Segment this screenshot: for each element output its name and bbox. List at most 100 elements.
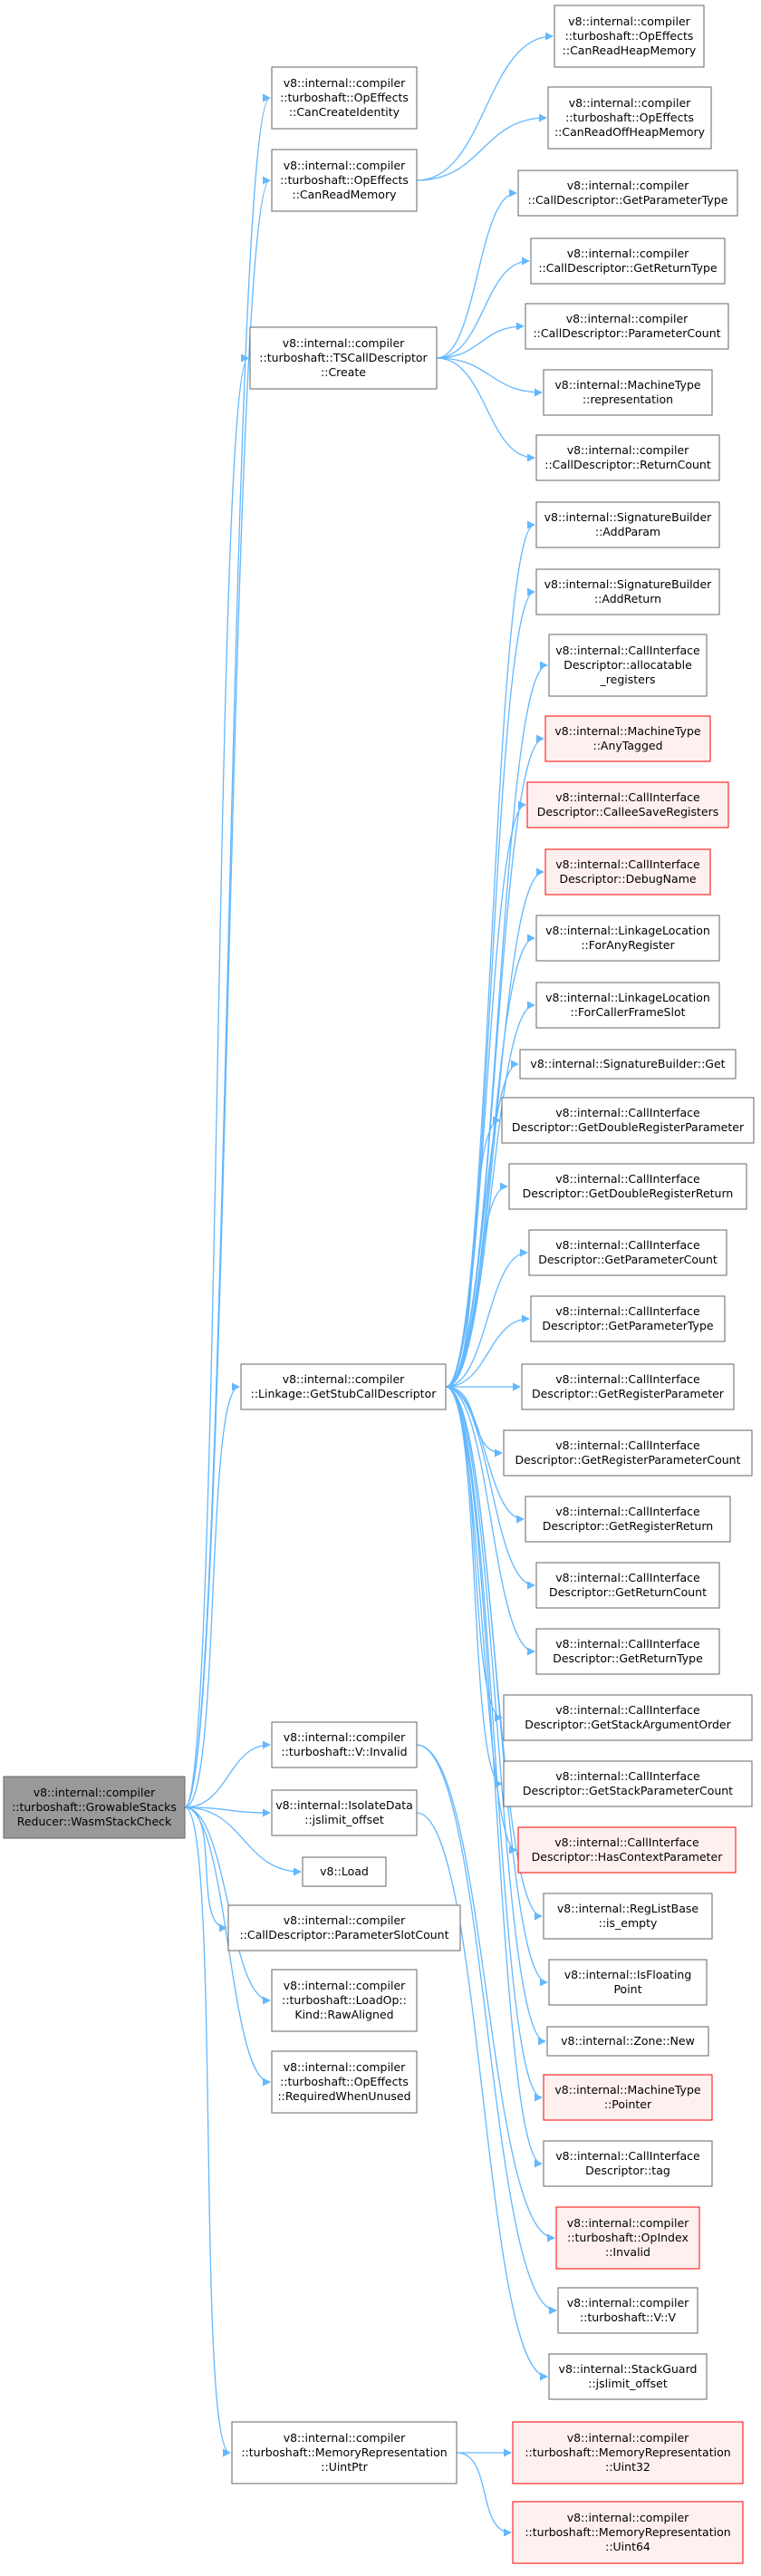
node-box [543,369,713,416]
node-cd-parameter-count[interactable]: v8::internal::compiler::CallDescriptor::… [525,303,729,350]
node-mr-uint32[interactable]: v8::internal::compiler::turboshaft::Memo… [512,2421,744,2484]
node-mr-uint64[interactable]: v8::internal::compiler::turboshaft::Memo… [512,2501,744,2564]
node-cid-get-double-register-return[interactable]: v8::internal::CallInterfaceDescriptor::G… [508,1163,747,1210]
node-ll-for-caller-frame-slot[interactable]: v8::internal::LinkageLocation::ForCaller… [535,982,720,1029]
node-label-line: Descriptor::GetReturnType [553,1651,703,1665]
edge-ts_call_descriptor_create-to-machine_type_representation [436,357,543,397]
node-linkage-get-stub-call-descriptor[interactable]: v8::internal::compiler::Linkage::GetStub… [240,1363,447,1410]
node-cid-get-parameter-type[interactable]: v8::internal::CallInterfaceDescriptor::G… [530,1295,726,1342]
node-box [240,1363,447,1410]
node-label-line: ::Linkage::GetStubCallDescriptor [251,1387,438,1400]
node-cd-parameter-slot-count[interactable]: v8::internal::compiler::CallDescriptor::… [227,1904,461,1951]
node-label-line: Descriptor::GetRegisterReturn [543,1519,713,1533]
node-cid-debug-name[interactable]: v8::internal::CallInterfaceDescriptor::D… [544,848,711,896]
edge-root-to-ts_call_descriptor_create [184,353,249,1808]
node-label-line: Descriptor::GetDoubleRegisterParameter [512,1120,745,1134]
node-cid-get-register-return[interactable]: v8::internal::CallInterfaceDescriptor::G… [525,1496,731,1543]
node-cid-get-stack-parameter-count[interactable]: v8::internal::CallInterfaceDescriptor::G… [503,1760,753,1807]
node-cid-get-stack-argument-order[interactable]: v8::internal::CallInterfaceDescriptor::G… [503,1694,753,1741]
node-label-line: Descriptor::GetRegisterParameter [532,1387,725,1400]
node-label-line: Descriptor::tag [585,2164,670,2177]
node-isolate-data-jslimit-offset[interactable]: v8::internal::IsolateData::jslimit_offse… [271,1789,418,1836]
node-label-line: v8::internal::SignatureBuilder::Get [530,1057,725,1070]
node-label-line: v8::internal::CallInterface [555,2149,700,2163]
node-label-line: v8::internal::compiler [284,1730,406,1744]
node-label-line: v8::internal::compiler [284,2431,406,2445]
node-opeffects-required-when-unused[interactable]: v8::internal::compiler::turboshaft::OpEf… [271,2050,418,2114]
node-cid-get-double-register-parameter[interactable]: v8::internal::CallInterfaceDescriptor::G… [501,1097,755,1144]
node-label-line: v8::internal::IsolateData [275,1798,413,1812]
node-label-line: Descriptor::GetDoubleRegisterReturn [523,1186,734,1200]
edge-v_invalid-to-opindex_invalid [416,1744,555,2242]
node-label-line: v8::internal::LinkageLocation [545,924,710,937]
node-label-line: Descriptor::GetReturnCount [549,1585,707,1599]
node-can-read-heap-memory[interactable]: v8::internal::compiler::turboshaft::OpEf… [554,5,705,68]
node-mt-pointer[interactable]: v8::internal::MachineType::Pointer [543,2074,713,2121]
node-label-line: v8::internal::CallInterface [555,790,700,804]
node-label-line: v8::internal::CallInterface [555,1505,700,1518]
node-box [271,1789,418,1836]
node-cid-get-return-count[interactable]: v8::internal::CallInterfaceDescriptor::G… [535,1562,720,1609]
edge-root-to-loadop_kind_raw_aligned [184,1806,271,2005]
node-box [302,1856,387,1887]
node-v-v[interactable]: v8::internal::compiler::turboshaft::V::V [557,2287,698,2334]
edge-linkage_get_stub_call_descriptor-to-sb_add_param [445,520,535,1388]
node-mt-any-tagged[interactable]: v8::internal::MachineType::AnyTagged [544,715,711,762]
node-label-line: v8::internal::compiler [284,76,406,90]
node-sb-add-return[interactable]: v8::internal::SignatureBuilder::AddRetur… [535,568,720,615]
node-label-line: v8::internal::CallInterface [555,1372,700,1386]
node-root[interactable]: v8::internal::compiler::turboshaft::Grow… [3,1776,186,1839]
node-box [508,1163,747,1210]
node-label-line: v8::internal::compiler [567,247,689,260]
node-reglistbase-is-empty[interactable]: v8::internal::RegListBase::is_empty [543,1893,713,1940]
node-zone-new[interactable]: v8::internal::Zone::New [546,2026,709,2057]
node-cid-allocatable-registers[interactable]: v8::internal::CallInterfaceDescriptor::a… [548,634,708,697]
node-box [271,1969,418,2032]
node-loadop-kind-raw-aligned[interactable]: v8::internal::compiler::turboshaft::Load… [271,1969,418,2032]
node-label-line: v8::internal::compiler [567,2296,689,2310]
node-label-line: v8::internal::CallInterface [555,1769,700,1783]
node-box [517,1826,737,1874]
node-label-line: ::CallDescriptor::ParameterCount [533,326,720,340]
node-stackguard-jslimit-offset[interactable]: v8::internal::StackGuard::jslimit_offset [548,2353,708,2400]
node-cid-has-context-parameter[interactable]: v8::internal::CallInterfaceDescriptor::H… [517,1826,737,1874]
node-v8-load[interactable]: v8::Load [302,1856,387,1887]
node-can-read-off-heap-memory[interactable]: v8::internal::compiler::turboshaft::OpEf… [547,86,712,150]
node-v-invalid[interactable]: v8::internal::compiler::turboshaft::V::I… [271,1721,418,1768]
node-cd-get-return-type[interactable]: v8::internal::compiler::CallDescriptor::… [530,237,726,285]
node-label-line: ::Uint64 [605,2540,650,2553]
node-cid-get-return-type[interactable]: v8::internal::CallInterfaceDescriptor::G… [535,1628,720,1675]
node-can-create-identity[interactable]: v8::internal::compiler::turboshaft::OpEf… [271,66,418,130]
node-box [503,1429,753,1477]
node-machine-type-representation[interactable]: v8::internal::MachineType::representatio… [543,369,713,416]
node-label-line: Descriptor::GetStackArgumentOrder [525,1718,731,1731]
node-box [535,501,720,548]
node-cid-callee-save-registers[interactable]: v8::internal::CallInterfaceDescriptor::C… [526,781,729,828]
node-opindex-invalid[interactable]: v8::internal::compiler::turboshaft::OpIn… [555,2206,700,2270]
node-box [525,303,729,350]
edge-linkage_get_stub_call_descriptor-to-cid_get_register_return [445,1386,525,1524]
node-box [271,2050,418,2114]
node-cid-get-register-parameter-count[interactable]: v8::internal::CallInterfaceDescriptor::G… [503,1429,753,1477]
node-cid-get-parameter-count[interactable]: v8::internal::CallInterfaceDescriptor::G… [528,1229,727,1276]
node-label-line: v8::internal::compiler [284,2060,406,2074]
node-box [271,66,418,130]
node-cid-tag[interactable]: v8::internal::CallInterfaceDescriptor::t… [543,2140,713,2187]
node-label-line: ::turboshaft::LoadOp:: [282,1993,407,2007]
node-box [503,1694,753,1741]
node-box [554,5,705,68]
node-cd-get-parameter-type[interactable]: v8::internal::compiler::CallDescriptor::… [517,169,738,217]
node-cd-return-count[interactable]: v8::internal::compiler::CallDescriptor::… [535,434,720,481]
node-box [271,1721,418,1768]
node-can-read-memory[interactable]: v8::internal::compiler::turboshaft::OpEf… [271,149,418,212]
node-ts-call-descriptor-create[interactable]: v8::internal::compiler::turboshaft::TSCa… [249,326,438,390]
node-ll-for-any-register[interactable]: v8::internal::LinkageLocation::ForAnyReg… [535,915,720,962]
node-label-line: v8::internal::MachineType [554,378,701,392]
node-label-line: v8::internal::compiler [567,2511,689,2524]
node-cid-get-register-parameter[interactable]: v8::internal::CallInterfaceDescriptor::G… [521,1363,735,1410]
node-sb-add-param[interactable]: v8::internal::SignatureBuilder::AddParam [535,501,720,548]
node-mr-uintptr[interactable]: v8::internal::compiler::turboshaft::Memo… [231,2421,458,2484]
node-sb-get[interactable]: v8::internal::SignatureBuilder::Get [519,1049,737,1080]
